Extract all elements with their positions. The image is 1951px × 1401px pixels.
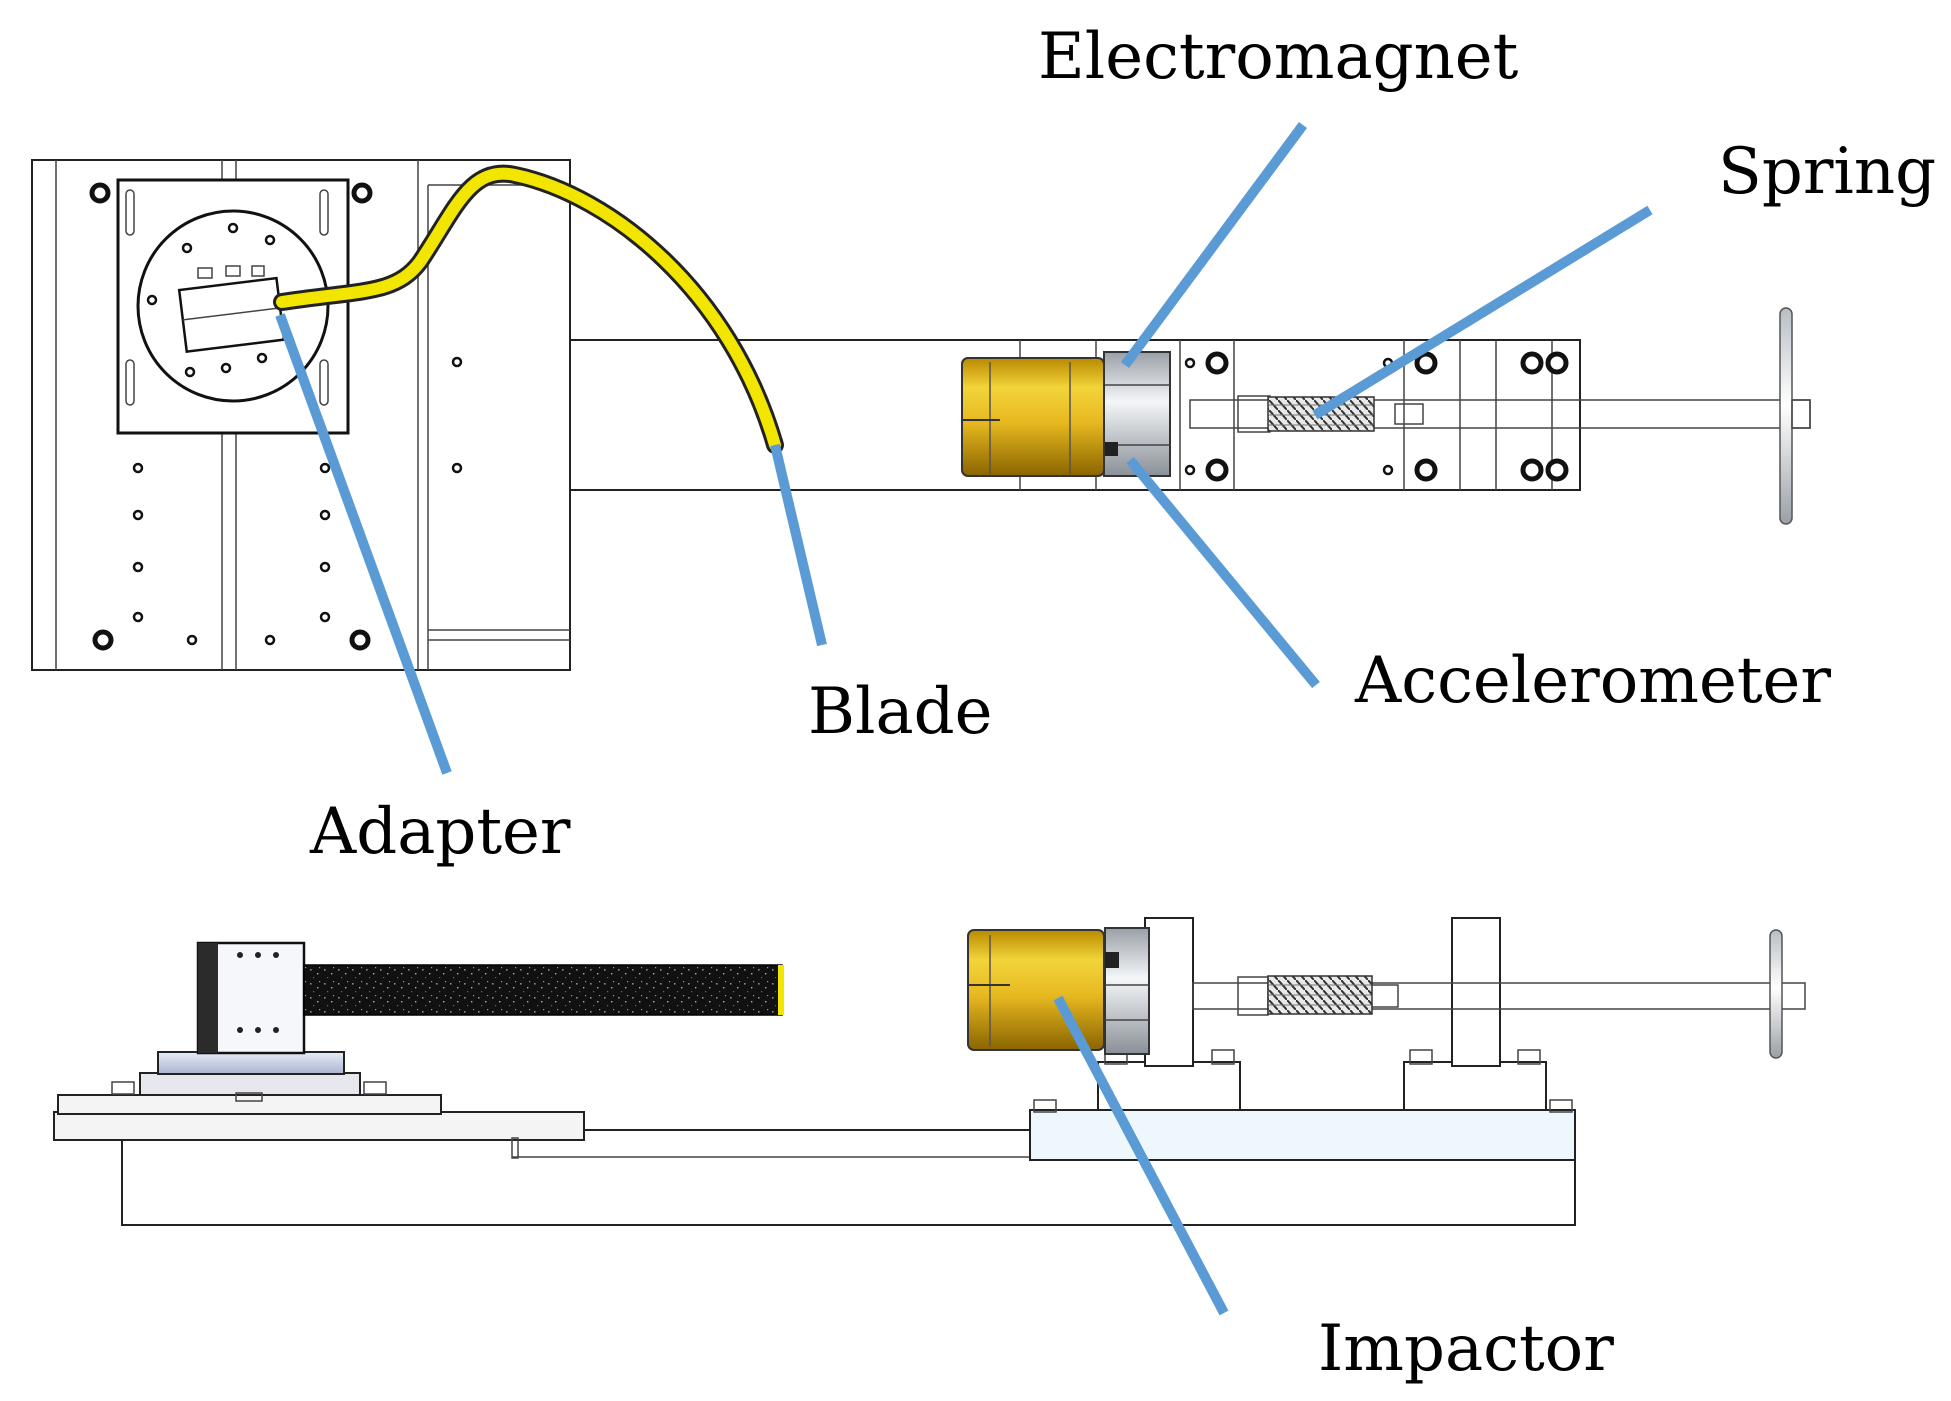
impactor-top <box>961 357 1105 477</box>
t-handle <box>1779 307 1811 525</box>
label-impactor: Impactor <box>1318 1312 1614 1386</box>
accelerometer-leader <box>1126 456 1320 689</box>
left-base-plate <box>53 1051 585 1159</box>
electromagnet-leader <box>1120 122 1308 368</box>
blade-side <box>303 964 784 1016</box>
bracket-front <box>1097 917 1241 1111</box>
leader-lines <box>275 122 1653 1316</box>
label-electromagnet: Electromagnet <box>1038 20 1519 94</box>
label-spring: Spring <box>1718 135 1936 209</box>
impactor-leader <box>1053 995 1229 1316</box>
callout-labels: Electromagnet Spring Blade Accelerometer… <box>309 20 1936 1386</box>
impactor-base <box>1029 1099 1576 1161</box>
side-view <box>53 917 1806 1226</box>
electromagnet-side <box>1104 927 1150 1055</box>
adapter-leader <box>275 313 452 775</box>
label-blade: Blade <box>808 675 993 749</box>
spring-leader <box>1312 205 1653 420</box>
impactor-side <box>967 929 1105 1051</box>
electromagnet <box>1103 351 1171 477</box>
spring-side <box>1267 975 1373 1015</box>
t-handle-side <box>1769 929 1783 1059</box>
label-adapter: Adapter <box>309 795 571 869</box>
adapter-block <box>177 276 286 353</box>
bracket-rear <box>1403 917 1547 1111</box>
blade-leader <box>770 443 827 647</box>
blade-clamp <box>196 941 306 1055</box>
accelerometer <box>1104 442 1118 456</box>
top-view <box>31 159 1811 671</box>
label-accelerometer: Accelerometer <box>1354 644 1831 718</box>
